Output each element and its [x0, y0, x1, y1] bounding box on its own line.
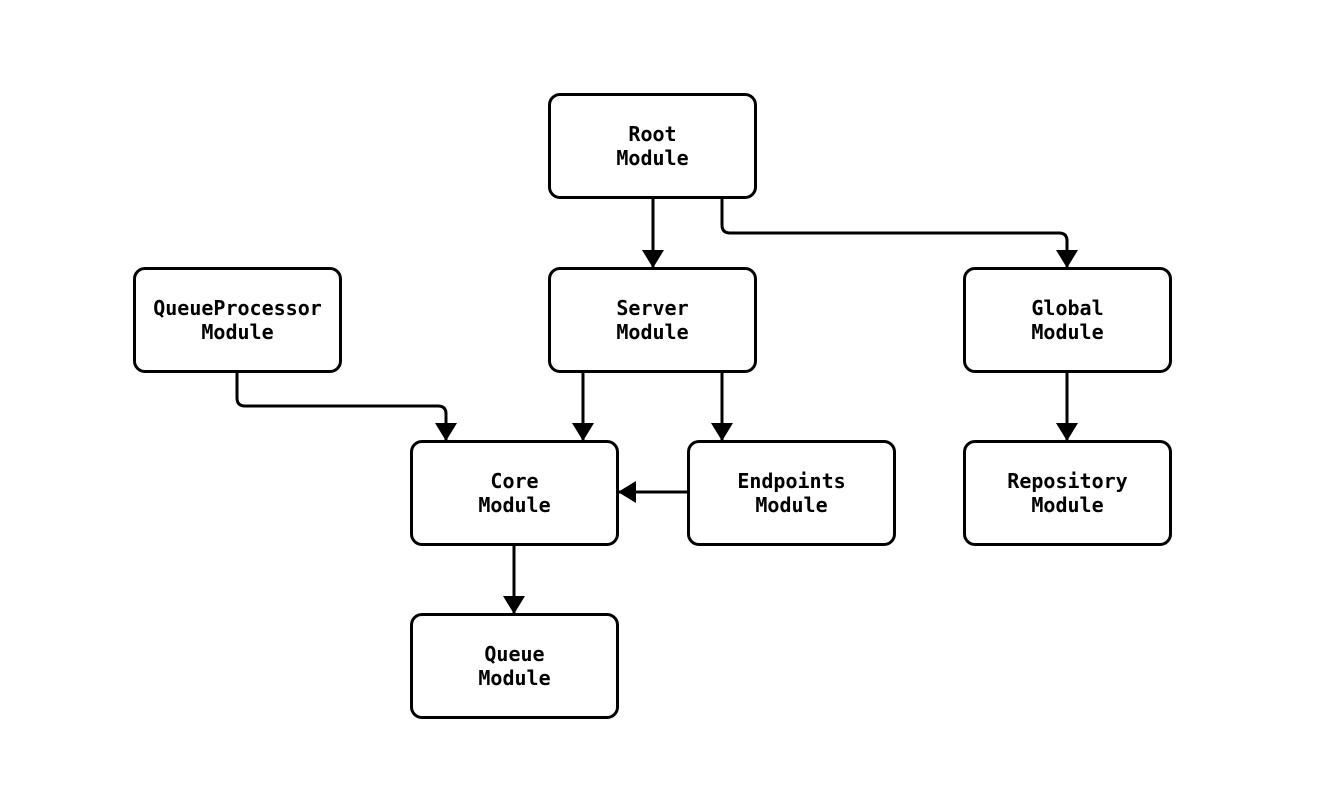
node-server-module: Server Module	[548, 267, 757, 373]
node-label: Root Module	[616, 122, 689, 170]
node-label: Queue Module	[478, 642, 551, 690]
node-core-module: Core Module	[410, 440, 619, 546]
node-label: Endpoints Module	[737, 469, 846, 517]
node-endpoints-module: Endpoints Module	[687, 440, 896, 546]
node-root-module: Root Module	[548, 93, 757, 199]
node-repository-module: Repository Module	[963, 440, 1172, 546]
edge-group	[235, 199, 1078, 614]
node-global-module: Global Module	[963, 267, 1172, 373]
node-label: Global Module	[1031, 296, 1104, 344]
node-queue-module: Queue Module	[410, 613, 619, 719]
node-label: Server Module	[616, 296, 689, 344]
node-label: QueueProcessor Module	[153, 296, 322, 344]
edge-root-to-global	[720, 199, 1078, 268]
node-label: Core Module	[478, 469, 551, 517]
edge-queueprocessor-to-core	[235, 373, 457, 441]
node-queueprocessor-module: QueueProcessor Module	[133, 267, 342, 373]
node-label: Repository Module	[1007, 469, 1128, 517]
